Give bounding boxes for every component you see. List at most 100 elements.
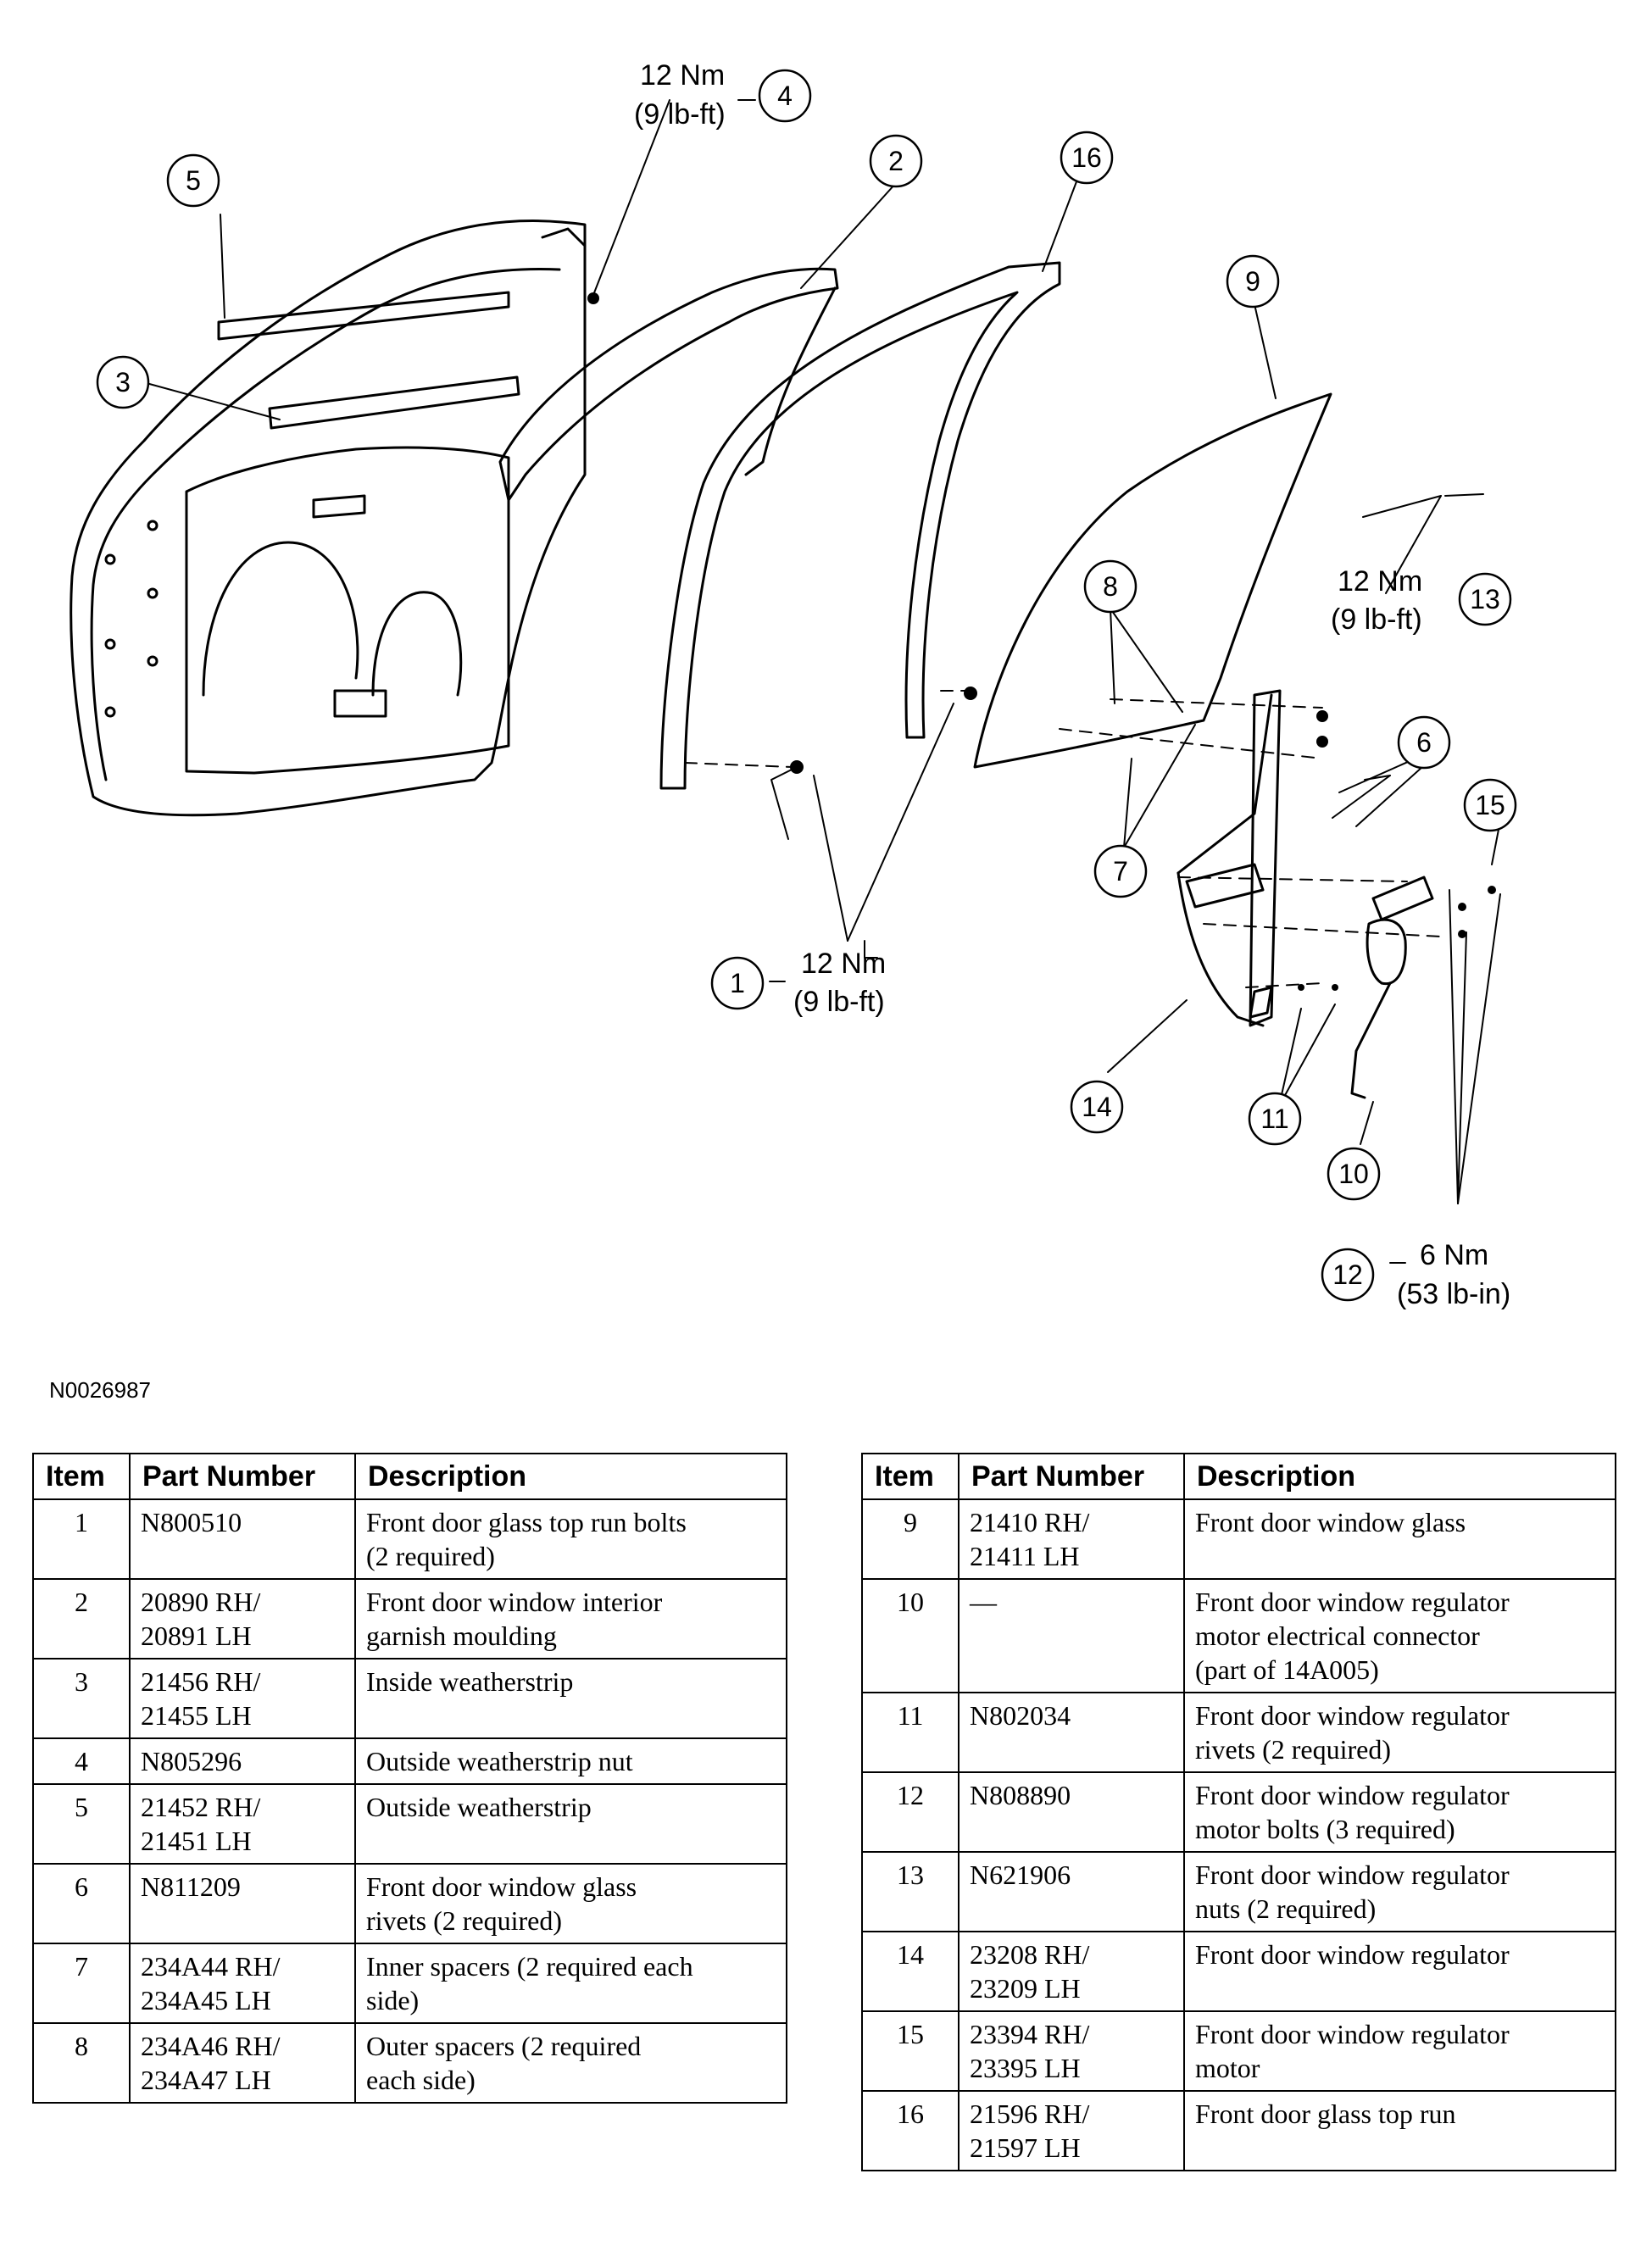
part-number-cell: 21456 RH/21455 LH xyxy=(129,1658,356,1739)
part-number-line: 21456 RH/ xyxy=(141,1666,261,1697)
item-number-cell: 2 xyxy=(32,1578,131,1659)
part-number-line: 234A47 LH xyxy=(141,2065,271,2095)
part-number-cell: 21410 RH/21411 LH xyxy=(958,1498,1185,1580)
callout-5-number: 5 xyxy=(186,165,201,196)
callout-13-circle xyxy=(1458,572,1512,626)
description-line: Front door window interior xyxy=(366,1587,663,1617)
item-number-cell: 3 xyxy=(32,1658,131,1739)
description-cell: Inside weatherstrip xyxy=(354,1658,787,1739)
description-cell: Front door glass top run bolts(2 require… xyxy=(354,1498,787,1580)
item-number-cell: 14 xyxy=(861,1931,959,2012)
part-number-line: 21597 LH xyxy=(970,2132,1081,2163)
torque-4-nm: 12 Nm xyxy=(640,59,725,92)
callout-4-number: 4 xyxy=(777,81,793,111)
description-line: Front door window regulator xyxy=(1195,1587,1510,1617)
part-number-line: 23394 RH/ xyxy=(970,2019,1090,2049)
part-number-line: 21411 LH xyxy=(970,1541,1080,1571)
torque-1-lbft: (9 lb-ft) xyxy=(793,986,885,1018)
callout-13-number: 13 xyxy=(1470,584,1500,614)
description-cell: Front door glass top run xyxy=(1183,2090,1616,2171)
description-line: (2 required) xyxy=(366,1541,495,1571)
description-line: nuts (2 required) xyxy=(1195,1893,1377,1924)
part-number-line: 20891 LH xyxy=(141,1621,252,1651)
part-number-line: 21410 RH/ xyxy=(970,1507,1090,1537)
callout-2-number: 2 xyxy=(888,146,904,176)
header-description: Description xyxy=(1183,1453,1616,1500)
description-cell: Outside weatherstrip nut xyxy=(354,1737,787,1785)
item-number-cell: 13 xyxy=(861,1851,959,1932)
description-line: Front door window glass xyxy=(366,1871,637,1902)
description-line: Front door window glass xyxy=(1195,1507,1466,1537)
item-number-cell: 5 xyxy=(32,1783,131,1865)
part-number-line: N800510 xyxy=(141,1507,242,1537)
table-row: 4 N805296 Outside weatherstrip nut xyxy=(32,1737,787,1785)
description-line: Outside weatherstrip nut xyxy=(366,1746,633,1776)
callout-6-circle xyxy=(1397,715,1451,770)
callout-9-number: 9 xyxy=(1245,266,1260,297)
part-number-cell: N811209 xyxy=(129,1863,356,1944)
callout-14-number: 14 xyxy=(1082,1092,1112,1122)
part-number-line: 23395 LH xyxy=(970,2053,1081,2083)
description-line: Front door window regulator xyxy=(1195,1700,1510,1731)
part-number-line: 234A45 LH xyxy=(141,1985,271,2015)
callout-12-circle xyxy=(1321,1248,1375,1302)
part-number-line: 23208 RH/ xyxy=(970,1939,1090,1970)
table-row: 2 20890 RH/20891 LH Front door window inte… xyxy=(32,1578,787,1659)
torque-12-lbin: (53 lb-in) xyxy=(1397,1278,1510,1310)
part-number-line: N802034 xyxy=(970,1700,1071,1731)
description-line: motor bolts (3 required) xyxy=(1195,1814,1455,1844)
part-number-cell: 234A44 RH/234A45 LH xyxy=(129,1943,356,2024)
torque-4-lbft: (9 lb-ft) xyxy=(634,98,726,131)
description-line: motor electrical connector xyxy=(1195,1621,1480,1651)
description-line: rivets (2 required) xyxy=(366,1905,563,1936)
callout-10-number: 10 xyxy=(1338,1159,1369,1189)
part-number-cell: 23394 RH/23395 LH xyxy=(958,2010,1185,2092)
callout-14-circle xyxy=(1070,1080,1124,1134)
part-number-line: 20890 RH/ xyxy=(141,1587,261,1617)
part-number-line: N805296 xyxy=(141,1746,242,1776)
item-number-cell: 7 xyxy=(32,1943,131,2024)
callout-15-circle xyxy=(1463,778,1517,832)
callout-6-number: 6 xyxy=(1416,727,1432,758)
torque-13-nm: 12 Nm xyxy=(1338,565,1422,598)
callout-3-circle xyxy=(96,355,150,409)
callout-16-circle xyxy=(1060,131,1114,185)
description-line: Inner spacers (2 required each xyxy=(366,1951,693,1982)
item-number-cell: 4 xyxy=(32,1737,131,1785)
item-number-cell: 8 xyxy=(32,2022,131,2104)
part-number-cell: 23208 RH/23209 LH xyxy=(958,1931,1185,2012)
callout-3-number: 3 xyxy=(115,367,131,397)
header-description: Description xyxy=(354,1453,787,1500)
description-cell: Outside weatherstrip xyxy=(354,1783,787,1865)
description-line: motor xyxy=(1195,2053,1260,2083)
description-line: Front door glass top run xyxy=(1195,2099,1456,2129)
part-number-line: 234A44 RH/ xyxy=(141,1951,281,1982)
description-cell: Front door window regulator motor electri… xyxy=(1183,1578,1616,1693)
item-number-cell: 15 xyxy=(861,2010,959,2092)
callout-11-number: 11 xyxy=(1260,1104,1288,1134)
window-regulator-shape xyxy=(1176,689,1282,1027)
callout-8-circle xyxy=(1083,559,1137,614)
part-number-line: N621906 xyxy=(970,1860,1071,1890)
description-line: Outer spacers (2 required xyxy=(366,2031,642,2061)
torque-1-nm: 12 Nm xyxy=(801,948,886,980)
part-number-line: 23209 LH xyxy=(970,1973,1081,2004)
description-line: Outside weatherstrip xyxy=(366,1792,592,1822)
part-number-line: N811209 xyxy=(141,1871,241,1902)
callout-4-circle xyxy=(758,69,812,123)
header-part-number: Part Number xyxy=(129,1453,356,1500)
part-number-line: N808890 xyxy=(970,1780,1071,1810)
